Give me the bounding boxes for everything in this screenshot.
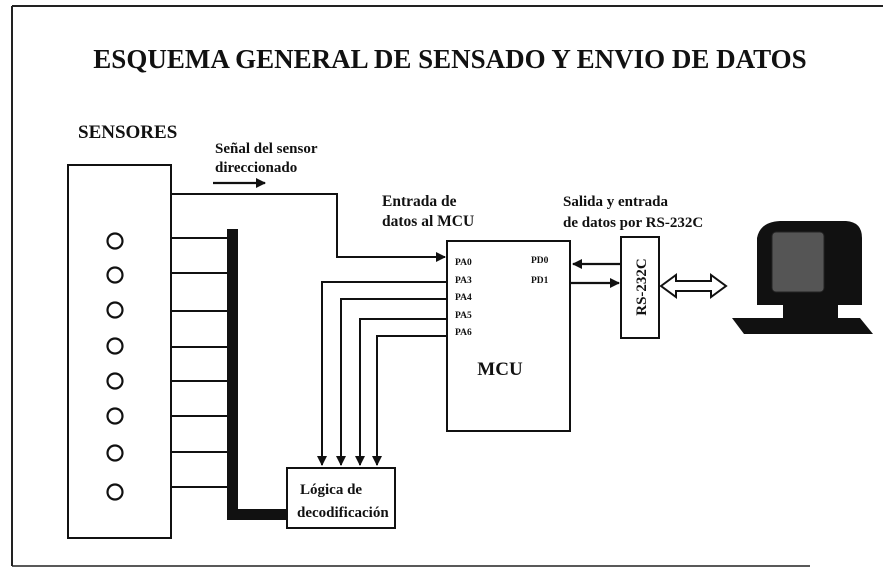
mcu-input-label-line2: datos al MCU [382, 213, 474, 230]
double-arrow-icon [659, 273, 728, 299]
sensors-label: SENSORES [78, 122, 177, 143]
pin-pd0: PD0 [531, 256, 549, 266]
pin-pa6: PA6 [455, 328, 472, 338]
sensor-8-icon [106, 483, 124, 501]
serial-label-line2: de datos por RS-232C [563, 215, 703, 231]
pin-pa0: PA0 [455, 258, 472, 268]
mcu-input-label-line1: Entrada de [382, 193, 457, 210]
sensor-6-icon [106, 407, 124, 425]
rs232-box [620, 236, 660, 339]
sensor-4-icon [106, 337, 124, 355]
signal-label-line2: direccionado [215, 160, 297, 176]
sensor-1-icon [106, 232, 124, 250]
computer-monitor-icon [732, 221, 873, 334]
pin-pa3: PA3 [455, 276, 472, 286]
signal-label-line1: Señal del sensor [215, 141, 318, 157]
sensor-2-icon [106, 266, 124, 284]
decoder-box [286, 467, 396, 529]
selection-bus [227, 229, 238, 520]
decoder-label-line2: decodificación [297, 505, 389, 521]
sensor-5-icon [106, 372, 124, 390]
diagram-title: ESQUEMA GENERAL DE SENSADO Y ENVIO DE DA… [93, 44, 806, 74]
serial-label-line1: Salida y entrada [563, 194, 669, 210]
pin-pa5: PA5 [455, 311, 472, 321]
pin-pd1: PD1 [531, 276, 549, 286]
bus-to-decoder [227, 509, 287, 520]
rs232-label: RS-232C [634, 258, 650, 316]
sensor-circles [106, 232, 124, 501]
sensor-bus-lines [171, 237, 233, 488]
selected-signal-line [171, 193, 446, 262]
sensor-7-icon [106, 444, 124, 462]
select-lines [317, 281, 447, 466]
pin-pa4: PA4 [455, 293, 472, 303]
sensor-3-icon [106, 301, 124, 319]
decoder-label-line1: Lógica de [300, 482, 362, 498]
sensor-array-box [67, 164, 172, 539]
mcu-label: MCU [477, 359, 523, 380]
